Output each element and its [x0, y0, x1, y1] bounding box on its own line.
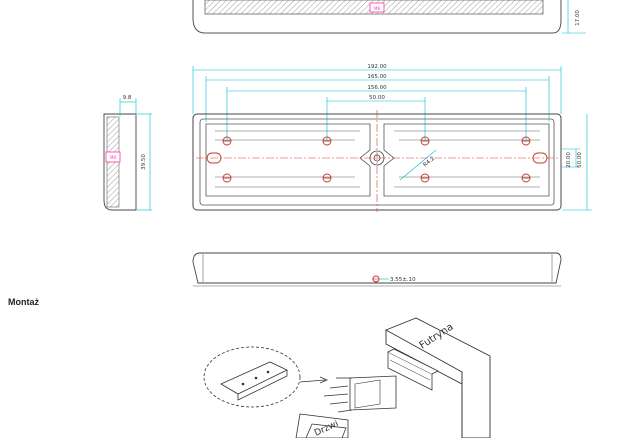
installation-illustration: Futryna Drzwi	[203, 317, 491, 438]
dimension-lines	[192, 66, 562, 140]
top-view-height-dim: 17.00	[575, 10, 581, 26]
top-view-mark: M8	[374, 6, 380, 11]
main-view: 192.00 165.00 156.00 50.00	[192, 64, 592, 212]
dim-overall-length: 192.00	[367, 64, 387, 70]
dim-hole-spacing-outer: 156.00	[367, 85, 387, 91]
bottom-view-hole-dim: 3.55±.10	[390, 277, 416, 283]
detail-callout	[203, 346, 301, 408]
section-heading-montaz: Montaż	[8, 297, 39, 307]
side-view-mark: M8	[110, 155, 116, 160]
side-view-width-dim: 9.8	[123, 95, 132, 101]
technical-drawing: M8 17.00 192.00 165.00 156.00 50.00	[103, 0, 592, 287]
mounting-holes	[206, 136, 548, 183]
dim-right-inner: 20.00	[566, 152, 572, 168]
dim-right-outer: 50.00	[577, 152, 583, 168]
dim-hole-spacing-inner: 50.00	[369, 95, 385, 101]
side-view: M8 9.8 39.50	[103, 95, 152, 211]
side-view-height-dim: 39.50	[141, 154, 147, 170]
dim-inner-length: 165.00	[367, 74, 387, 80]
bottom-view: 3.55±.10	[192, 252, 562, 287]
top-view: M8 17.00	[192, 0, 586, 34]
